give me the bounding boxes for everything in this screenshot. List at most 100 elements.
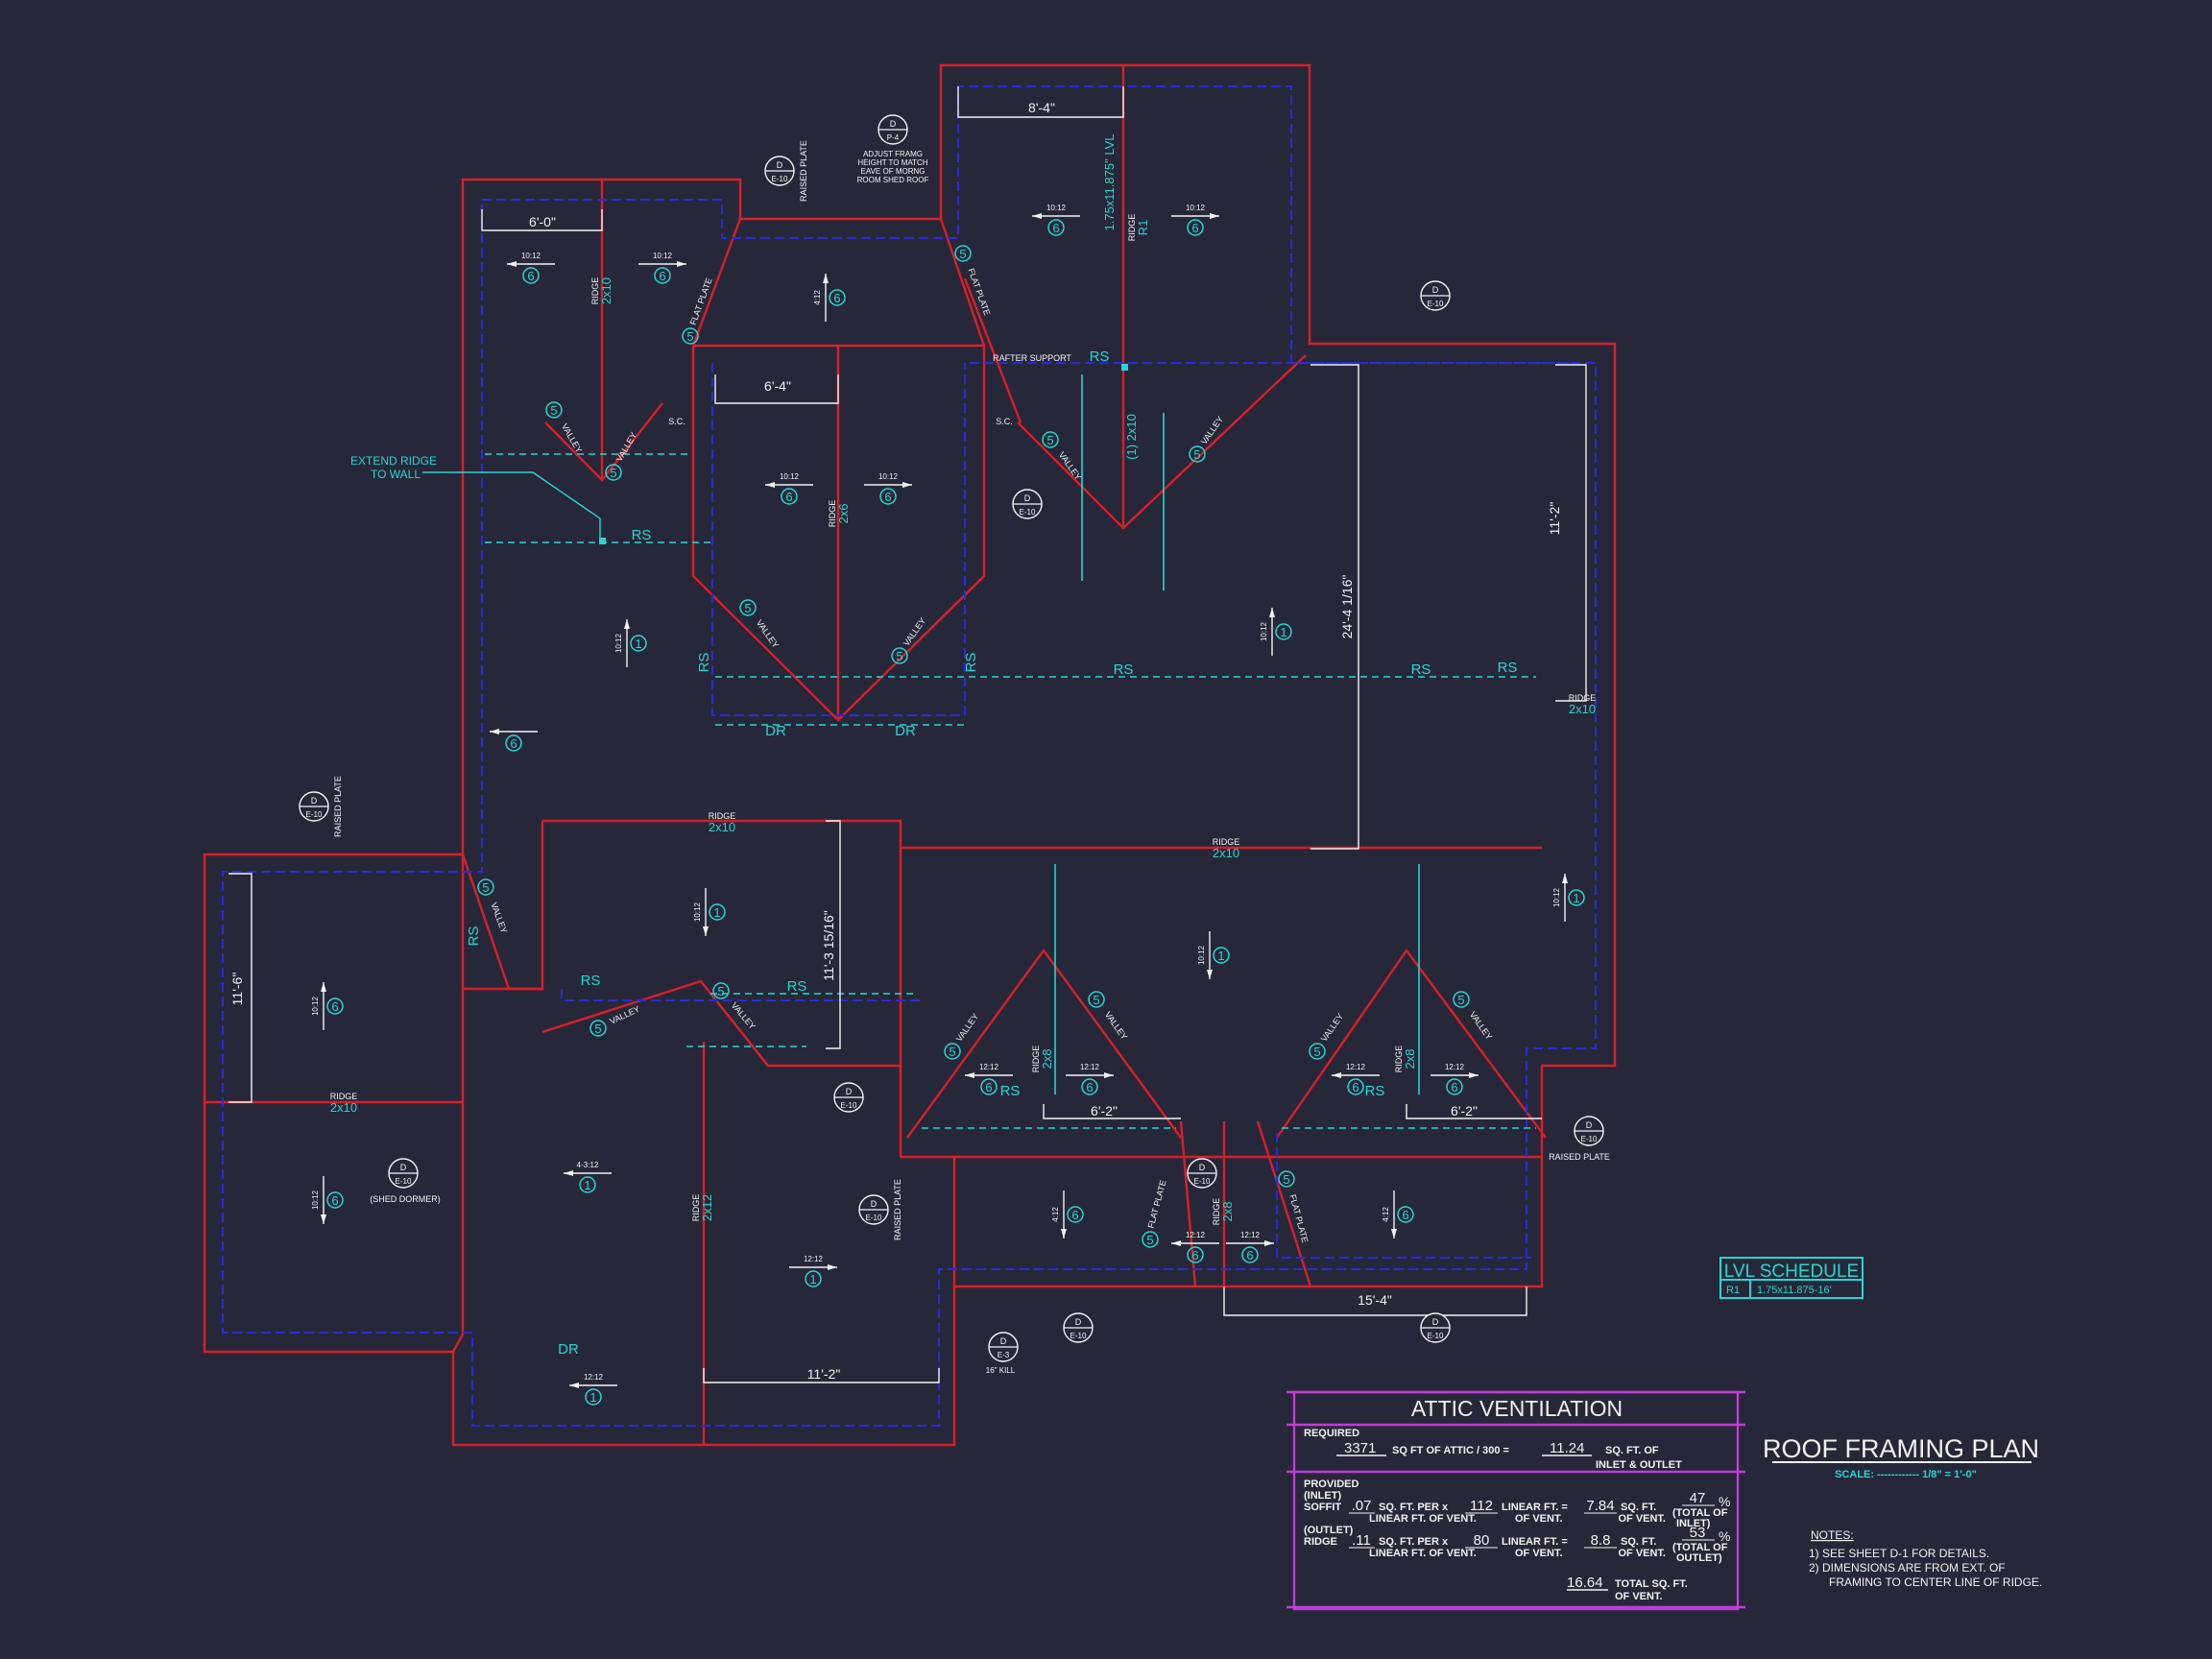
slope-indicator: 10:12 <box>1197 931 1213 979</box>
arrow-head-icon <box>1171 1240 1181 1246</box>
dr-label: DR <box>765 723 786 739</box>
slope-indicator: 4:12 <box>1051 1190 1067 1238</box>
vent-name: RIDGE <box>1304 1536 1337 1548</box>
note-item: 1) SEE SHEET D-1 FOR DETAILS. <box>1809 1547 1989 1560</box>
pct-sign: % <box>1719 1528 1730 1544</box>
vent-per: .07 <box>1352 1498 1372 1514</box>
roof-framing-line <box>963 277 1022 423</box>
detail-callout-bubble: DE-10 <box>833 1082 864 1113</box>
valley-number-icon: 5 <box>605 464 622 481</box>
circle <box>829 289 846 306</box>
adjust-note: ROOM SHED ROOF <box>857 176 929 184</box>
dimension-line <box>703 1368 940 1383</box>
slope-number-icon: 6 <box>781 488 798 505</box>
valley-number-icon: 5 <box>712 982 730 999</box>
number: 1 <box>1573 891 1579 905</box>
dimension-label: 6'-4" <box>764 378 791 394</box>
number: 5 <box>717 984 724 998</box>
ridge-title: RIDGE <box>1394 1046 1404 1073</box>
flat-plate-number-icon: 5 <box>682 327 699 345</box>
ridge-title: RIDGE <box>1212 1198 1221 1226</box>
rs-label: RS <box>632 527 652 543</box>
circle <box>1397 1206 1414 1223</box>
rs-label: RS <box>696 653 712 673</box>
arrow-head-icon <box>823 274 829 283</box>
arrow-head-icon <box>1264 1240 1274 1246</box>
roof-framing-line <box>1179 1120 1197 1287</box>
slope-indicator: 4:12 <box>1382 1190 1397 1238</box>
detail-top: D <box>1586 1120 1593 1130</box>
number: 5 <box>1457 993 1464 1007</box>
ridge-size: 2x8 <box>1220 1202 1235 1222</box>
circle <box>522 267 540 284</box>
ridge-title: RIDGE <box>1569 693 1597 703</box>
arrow-head-icon <box>507 261 517 267</box>
dimension-line <box>1406 1104 1542 1119</box>
slope-ratio: 12:12 <box>1445 1063 1465 1071</box>
number: 6 <box>1052 221 1059 235</box>
arrow-head-icon <box>902 482 912 488</box>
dimension-label: 6'-2" <box>1451 1103 1478 1118</box>
slope-indicator: 12:12 <box>1171 1231 1219 1246</box>
detail-sheet: E-10 <box>866 1214 882 1222</box>
table-title: ATTIC VENTILATION <box>1411 1396 1623 1421</box>
arrow-head-icon <box>1332 1072 1341 1078</box>
rs-label: RS <box>787 978 807 995</box>
slope-indicator: 10:12 <box>864 472 912 488</box>
arrow-head-icon <box>1032 213 1042 219</box>
slope-ratio: 10:12 <box>693 902 702 922</box>
dimension-line <box>1555 364 1587 702</box>
dr-label: DR <box>558 1341 579 1358</box>
rs-label: RS <box>581 973 601 989</box>
ridge-size: 2x8 <box>1040 1049 1054 1070</box>
slope-ratio: 4:12 <box>1382 1207 1390 1222</box>
circle <box>1278 1170 1295 1188</box>
ridge-size: 2x10 <box>599 277 613 304</box>
shed-dormer-note: (SHED DORMER) <box>370 1194 441 1204</box>
attic-ventilation-table: ATTIC VENTILATION REQUIRED 3371 SQ FT OF… <box>1286 1390 1745 1611</box>
detail-top: D <box>400 1163 407 1172</box>
valley-number-icon: 5 <box>1309 1043 1326 1060</box>
slope-ratio: 4:12 <box>1051 1207 1060 1222</box>
vent-text: OF VENT. <box>1618 1513 1666 1525</box>
raised-plate-label: RAISED PLATE <box>799 140 808 202</box>
number: 6 <box>1402 1208 1408 1222</box>
detail-top: D <box>1000 1336 1007 1346</box>
drawing-scale: SCALE: ------------ 1/8" = 1'-0" <box>1835 1469 1977 1480</box>
slope-indicator: 10:12 <box>693 888 709 936</box>
slope-indicator: 4:12 <box>813 274 829 322</box>
roof-framing-line <box>542 819 902 1157</box>
number: 6 <box>785 490 792 504</box>
slope-ratio: 12:12 <box>979 1063 999 1071</box>
total-text: OF VENT. <box>1615 1591 1663 1602</box>
vent-text: LINEAR FT. OF VENT. <box>1369 1548 1477 1559</box>
notes-heading: NOTES: <box>1811 1528 1854 1542</box>
attic-text: SQ FT OF ATTIC / 300 = <box>1392 1445 1509 1456</box>
number: 5 <box>1283 1172 1289 1187</box>
beam-note: (1) 2x10 <box>1124 414 1139 460</box>
slope-ratio: 10:12 <box>653 252 673 260</box>
arrow-head-icon <box>624 619 630 629</box>
slope-indicator: 10:12 <box>311 982 326 1030</box>
detail-top: D <box>311 796 318 805</box>
vent-per: .11 <box>1352 1532 1371 1549</box>
circle <box>739 599 757 616</box>
circle <box>709 903 726 921</box>
ridge-title: RIDGE <box>330 1092 358 1101</box>
number: 6 <box>1071 1208 1078 1222</box>
lvl-schedule-border <box>1719 1257 1863 1299</box>
number: 5 <box>610 466 616 480</box>
circle <box>1241 1246 1259 1263</box>
circle <box>505 734 522 752</box>
circle <box>1047 219 1065 236</box>
ridge-size: 2x10 <box>330 1100 357 1115</box>
number: 5 <box>594 1022 601 1036</box>
roof-framing-line <box>544 402 663 482</box>
provided-label: PROVIDED <box>1304 1479 1359 1490</box>
detail-callout-bubble: DE-10 <box>1574 1116 1604 1146</box>
